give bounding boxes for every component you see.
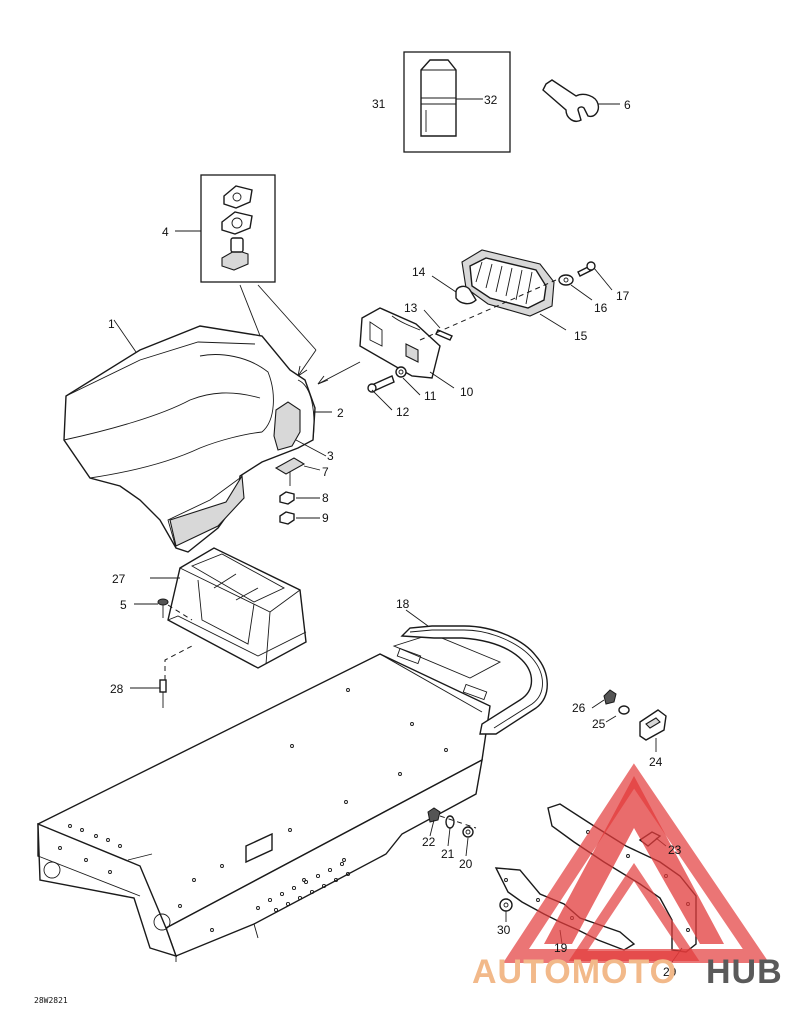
callout-24: 24 xyxy=(649,755,663,769)
callout-25: 25 xyxy=(592,717,606,731)
reflector-part xyxy=(639,709,667,752)
inset-box-31 xyxy=(403,51,511,153)
screw-26 xyxy=(591,689,617,709)
nut-9 xyxy=(279,511,320,525)
figure-code: 28W2821 xyxy=(34,996,68,1005)
bulb-14 xyxy=(431,275,477,305)
callout-16: 16 xyxy=(594,301,608,315)
seat-part xyxy=(63,319,332,553)
callout-19: 19 xyxy=(554,941,568,955)
callout-4: 4 xyxy=(162,225,169,239)
tunnel-chassis-part xyxy=(37,633,502,962)
spanner-wrench-part xyxy=(542,79,620,122)
watermark-text-auto: AUTOMOTO xyxy=(472,953,677,991)
screw-12 xyxy=(367,375,395,411)
callout-20: 20 xyxy=(459,857,473,871)
callout-12: 12 xyxy=(396,405,410,419)
callout-14: 14 xyxy=(412,265,426,279)
tail-light-housing-part xyxy=(359,307,455,389)
callout-6: 6 xyxy=(624,98,631,112)
callout-2: 2 xyxy=(337,406,344,420)
watermark-text-hub: HUB xyxy=(706,953,783,991)
callout-28: 28 xyxy=(110,682,124,696)
callout-30: 30 xyxy=(497,923,511,937)
screw-17 xyxy=(577,261,613,291)
callout-32: 32 xyxy=(484,93,498,107)
rivet-28 xyxy=(130,645,193,708)
callout-11: 11 xyxy=(424,389,437,403)
callout-22: 22 xyxy=(422,835,436,849)
callout-27: 27 xyxy=(112,572,126,586)
nut-8 xyxy=(279,491,320,505)
watermark-logo xyxy=(503,763,770,963)
washer-16 xyxy=(558,274,593,301)
callout-5: 5 xyxy=(120,598,127,612)
callout-labels: 1 2 3 4 5 6 7 8 9 10 11 12 13 14 15 16 1… xyxy=(108,93,682,979)
tail-light-lens-part xyxy=(461,249,567,331)
washer-11 xyxy=(395,366,421,396)
nut-20 xyxy=(462,826,474,857)
bracket-7 xyxy=(274,457,321,486)
callout-7: 7 xyxy=(322,465,329,479)
callout-26: 26 xyxy=(572,701,586,715)
inset-box-4 xyxy=(175,174,317,377)
callout-9: 9 xyxy=(322,511,329,525)
washer-21 xyxy=(445,815,455,847)
storage-box-part xyxy=(150,547,307,669)
rear-grab-handle-part xyxy=(400,609,548,735)
callout-21: 21 xyxy=(441,847,455,861)
shock-cartridge-part xyxy=(420,59,457,137)
callout-23: 23 xyxy=(668,843,682,857)
callout-13: 13 xyxy=(404,301,418,315)
callout-3: 3 xyxy=(327,449,334,463)
washer-25 xyxy=(605,705,630,723)
callout-10: 10 xyxy=(460,385,474,399)
callout-18: 18 xyxy=(396,597,410,611)
callout-1: 1 xyxy=(108,317,115,331)
callout-29: 29 xyxy=(663,965,677,979)
screw-22 xyxy=(427,807,441,837)
nut-30 xyxy=(499,898,513,922)
fastener-5 xyxy=(134,598,193,621)
callout-31: 31 xyxy=(372,97,386,111)
callout-15: 15 xyxy=(574,329,588,343)
callout-8: 8 xyxy=(322,491,329,505)
callout-17: 17 xyxy=(616,289,630,303)
